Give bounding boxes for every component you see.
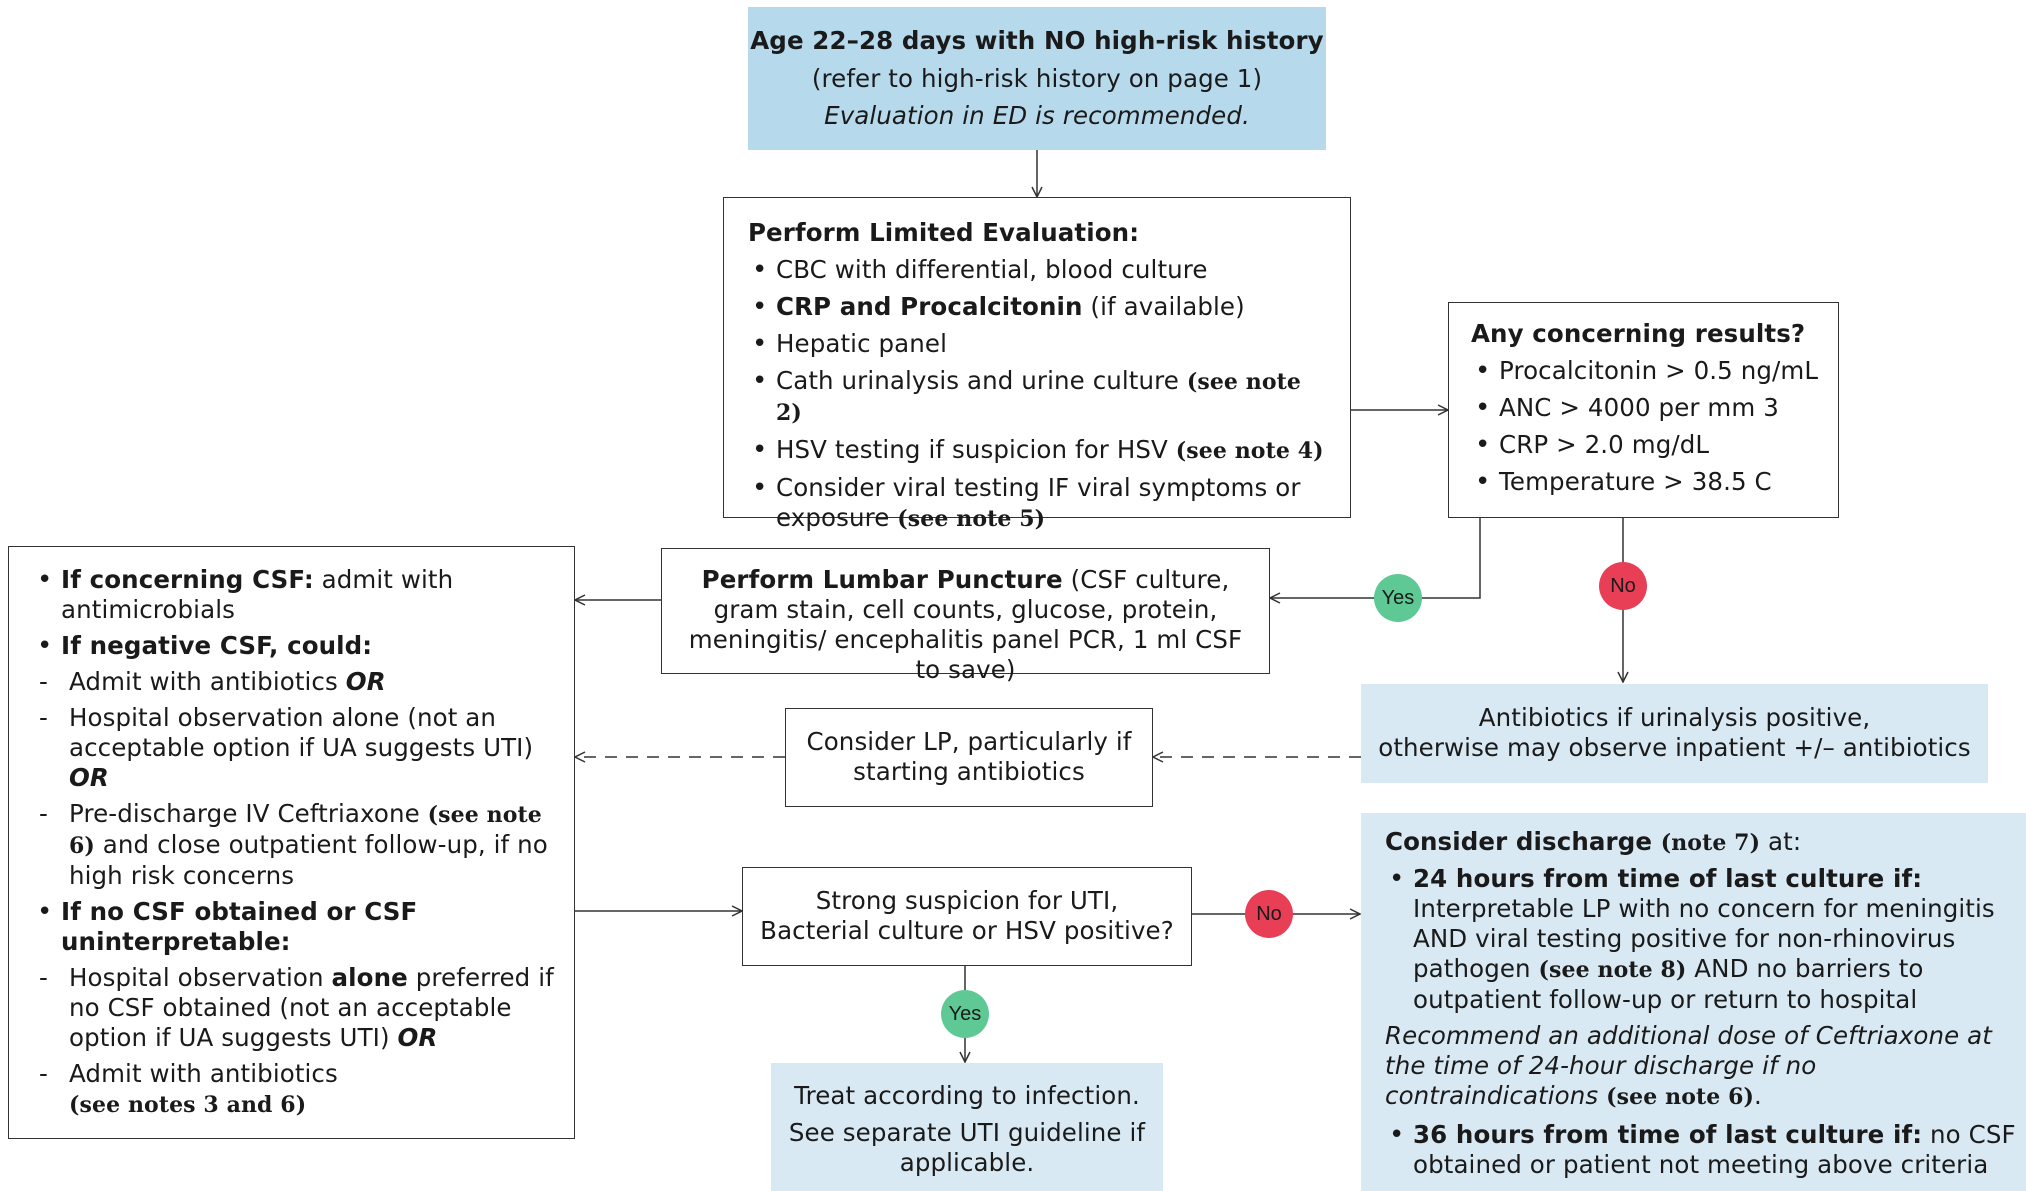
discharge-heading: Consider discharge (note 7) at: bbox=[1385, 827, 1802, 856]
panel-option-ceftriaxone: Pre-discharge IV Ceftriaxone (see note 6… bbox=[9, 799, 560, 891]
antibiotics-line2: otherwise may observe inpatient +/– anti… bbox=[1378, 733, 1971, 762]
antibiotics-box: Antibiotics if urinalysis positive, othe… bbox=[1361, 684, 1988, 783]
panel-concerning-csf: If concerning CSF: admit with antimicrob… bbox=[33, 565, 560, 625]
uti-question-box: Strong suspicion for UTI, Bacterial cult… bbox=[742, 867, 1192, 966]
start-subtitle: (refer to high-risk history on page 1) bbox=[811, 64, 1263, 93]
concerning-heading: Any concerning results? bbox=[1471, 319, 1806, 348]
start-note: Evaluation in ED is recommended. bbox=[824, 101, 1250, 130]
panel-option-observation: Hospital observation alone (not an accep… bbox=[9, 703, 560, 793]
concerning-results-box: Any concerning results? Procalcitonin > … bbox=[1448, 302, 1839, 518]
disposition-panel: If concerning CSF: admit with antimicrob… bbox=[8, 546, 575, 1139]
uti-line1: Strong suspicion for UTI, bbox=[815, 886, 1119, 915]
concerning-item: ANC > 4000 per mm 3 bbox=[1471, 393, 1824, 423]
concerning-item: Procalcitonin > 0.5 ng/mL bbox=[1471, 356, 1824, 386]
yes-badge: Yes bbox=[1374, 574, 1422, 622]
discharge-36h: 36 hours from time of last culture if: n… bbox=[1385, 1120, 2016, 1180]
lumbar-puncture-box: Perform Lumbar Puncture (CSF culture, gr… bbox=[661, 548, 1270, 684]
no-badge: No bbox=[1245, 890, 1293, 938]
uti-line2: Bacterial culture or HSV positive? bbox=[760, 916, 1174, 945]
no-badge: No bbox=[1599, 562, 1647, 610]
start-title: Age 22–28 days with NO high-risk history bbox=[750, 26, 1324, 55]
concerning-item: CRP > 2.0 mg/dL bbox=[1471, 430, 1824, 460]
discharge-ceftriaxone-note: Recommend an additional dose of Ceftriax… bbox=[1385, 1021, 1992, 1110]
panel-option-admit: Admit with antibiotics OR bbox=[9, 667, 560, 697]
concerning-item: Temperature > 38.5 C bbox=[1471, 467, 1824, 497]
treat-line1: Treat according to infection. bbox=[794, 1081, 1140, 1110]
consider-lp-text: Consider LP, particularly if starting an… bbox=[806, 727, 1132, 786]
discharge-box: Consider discharge (note 7) at: 24 hours… bbox=[1361, 813, 2026, 1191]
eval-item-urinalysis: Cath urinalysis and urine culture (see n… bbox=[748, 366, 1328, 428]
limited-evaluation-box: Perform Limited Evaluation: CBC with dif… bbox=[723, 197, 1351, 532]
eval-item-viral: Consider viral testing IF viral symptoms… bbox=[748, 473, 1328, 534]
eval-item-hsv: HSV testing if suspicion for HSV (see no… bbox=[748, 435, 1328, 466]
limited-evaluation-heading: Perform Limited Evaluation: bbox=[748, 218, 1140, 247]
eval-item-crp: CRP and Procalcitonin (if available) bbox=[748, 292, 1328, 322]
consider-lp-box: Consider LP, particularly if starting an… bbox=[785, 708, 1153, 807]
panel-option-admit-antibiotics: Admit with antibiotics(see notes 3 and 6… bbox=[9, 1059, 560, 1120]
treat-box: Treat according to infection. See separa… bbox=[771, 1063, 1163, 1191]
yes-badge: Yes bbox=[941, 990, 989, 1038]
eval-item-cbc: CBC with differential, blood culture bbox=[748, 255, 1328, 285]
lumbar-puncture-text: Perform Lumbar Puncture (CSF culture, gr… bbox=[688, 565, 1243, 684]
antibiotics-line1: Antibiotics if urinalysis positive, bbox=[1478, 703, 1871, 732]
treat-line2: See separate UTI guideline if applicable… bbox=[788, 1118, 1146, 1177]
panel-option-observation-alone: Hospital observation alone preferred if … bbox=[9, 963, 560, 1053]
panel-negative-csf: If negative CSF, could: bbox=[33, 631, 560, 661]
start-box: Age 22–28 days with NO high-risk history… bbox=[748, 7, 1326, 150]
panel-no-csf: If no CSF obtained or CSF uninterpretabl… bbox=[33, 897, 560, 957]
discharge-24h: 24 hours from time of last culture if:In… bbox=[1385, 864, 2016, 1015]
eval-item-hepatic: Hepatic panel bbox=[748, 329, 1328, 359]
